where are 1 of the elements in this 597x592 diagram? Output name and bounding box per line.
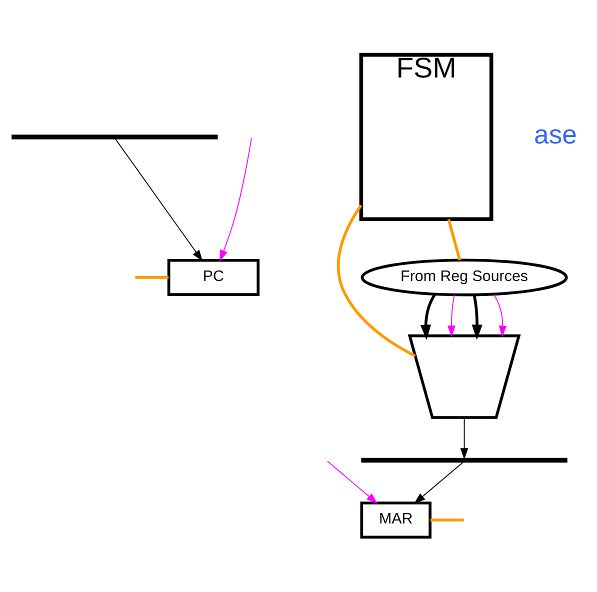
label: ase: [534, 120, 577, 150]
